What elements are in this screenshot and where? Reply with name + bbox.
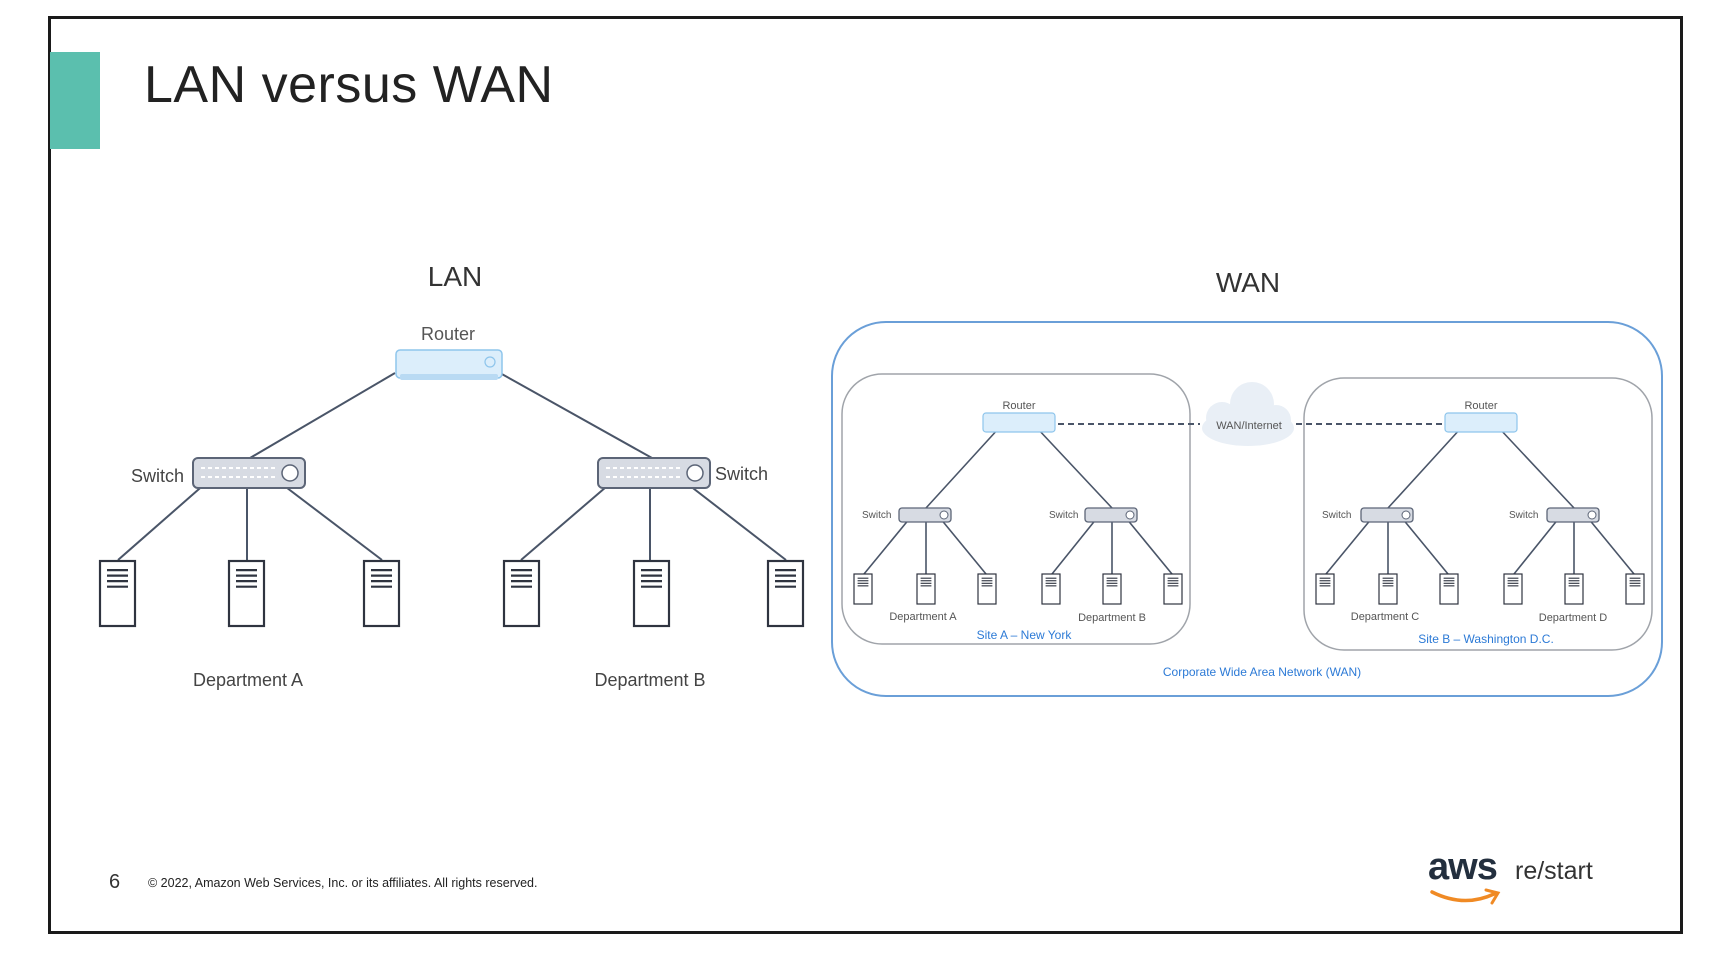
page-number: 6 [109, 871, 121, 893]
title-accent-bar [50, 52, 100, 149]
site-b-host-2 [1378, 573, 1398, 605]
site-a-switch-right-icon [1084, 507, 1138, 523]
lan-router-label: Router [421, 324, 475, 344]
site-a-host-5 [1102, 573, 1122, 605]
lan-hosts [98, 559, 805, 628]
lan-dept-a-label: Department A [193, 670, 303, 690]
site-a-dept-left-label: Department A [889, 611, 957, 623]
lan-heading: LAN [428, 261, 482, 292]
site-b-switch-right-label: Switch [1509, 510, 1538, 521]
site-b-host-1 [1315, 573, 1335, 605]
lan-host-3 [362, 559, 401, 628]
site-b-switch-left-icon [1360, 507, 1414, 523]
lan-host-4 [502, 559, 541, 628]
wan-internet-cloud-icon [1202, 382, 1294, 446]
site-a-link-6 [1051, 517, 1098, 575]
site-b-host-6 [1625, 573, 1645, 605]
site-b-link-5 [1401, 517, 1449, 575]
site-a-switch-left-icon [898, 507, 952, 523]
lan-links [117, 372, 787, 561]
link-switch-right-host-1 [520, 474, 621, 561]
link-router-switch-right [499, 372, 653, 459]
site-b-router-label: Router [1464, 400, 1497, 412]
site-a-dept-right-label: Department B [1078, 612, 1146, 624]
site-b-link-2 [1498, 427, 1575, 509]
site-a-link-8 [1125, 517, 1173, 575]
site-b-dept-right-label: Department D [1539, 612, 1608, 624]
wan-corporate-label: Corporate Wide Area Network (WAN) [1163, 665, 1361, 679]
lan-host-5 [632, 559, 671, 628]
slide-frame [48, 16, 1683, 934]
site-b-dept-left-label: Department C [1351, 611, 1420, 623]
site-a-label: Site A – New York [977, 628, 1073, 642]
copyright-text: © 2022, Amazon Web Services, Inc. or its… [148, 876, 538, 890]
link-router-switch-left [249, 372, 396, 459]
wan-diagram: WAN WAN/Internet Router Switch Switch De… [831, 267, 1663, 697]
slide-title: LAN versus WAN [144, 56, 554, 114]
site-b-network: Router Switch Switch Department C Depart… [1315, 400, 1645, 646]
site-a-network: Router Switch Switch Department A Depart… [853, 400, 1183, 642]
site-a-link-3 [863, 517, 911, 575]
site-a-link-1 [925, 427, 1000, 509]
site-b-boundary [1303, 377, 1653, 651]
site-a-host-6 [1163, 573, 1183, 605]
site-a-switch-right-label: Switch [1049, 510, 1078, 521]
site-b-link-1 [1387, 427, 1462, 509]
site-a-host-4 [1041, 573, 1061, 605]
site-a-link-2 [1036, 427, 1113, 509]
site-b-link-6 [1513, 517, 1560, 575]
lan-switch-left-label: Switch [131, 466, 184, 486]
link-switch-left-host-1 [117, 474, 216, 561]
lan-host-1 [98, 559, 137, 628]
site-a-link-5 [939, 517, 987, 575]
lan-switch-right-icon [597, 457, 711, 489]
lan-host-2 [227, 559, 266, 628]
site-b-router-icon [1444, 412, 1518, 433]
lan-diagram: LAN Router Switch Switch [98, 261, 805, 690]
site-b-host-5 [1564, 573, 1584, 605]
site-a-links [863, 427, 1173, 575]
lan-router-icon [395, 349, 503, 380]
site-a-host-1 [853, 573, 873, 605]
wan-cloud-label: WAN/Internet [1216, 420, 1282, 432]
site-a-router-label: Router [1002, 400, 1035, 412]
site-a-boundary [841, 373, 1191, 645]
lan-host-6 [766, 559, 805, 628]
site-b-switch-right-icon [1546, 507, 1600, 523]
wan-corporate-boundary [831, 321, 1663, 697]
lan-switch-left-icon [192, 457, 306, 489]
link-switch-right-host-3 [675, 474, 787, 561]
site-b-link-3 [1325, 517, 1373, 575]
aws-logo-text: aws [1428, 846, 1498, 888]
site-a-router-icon [982, 412, 1056, 433]
lan-switch-right-label: Switch [715, 464, 768, 484]
site-b-switch-left-label: Switch [1322, 510, 1351, 521]
lan-dept-b-label: Department B [594, 670, 705, 690]
link-switch-left-host-3 [269, 474, 383, 561]
site-b-label: Site B – Washington D.C. [1418, 632, 1554, 646]
wan-heading: WAN [1216, 267, 1280, 298]
site-b-link-8 [1587, 517, 1635, 575]
site-b-host-3 [1439, 573, 1459, 605]
site-b-host-4 [1503, 573, 1523, 605]
site-a-switch-left-label: Switch [862, 510, 891, 521]
aws-smile-icon [1430, 888, 1501, 905]
site-b-links [1325, 427, 1635, 575]
restart-logo-text: re/start [1515, 857, 1593, 885]
site-a-host-2 [916, 573, 936, 605]
site-a-host-3 [977, 573, 997, 605]
